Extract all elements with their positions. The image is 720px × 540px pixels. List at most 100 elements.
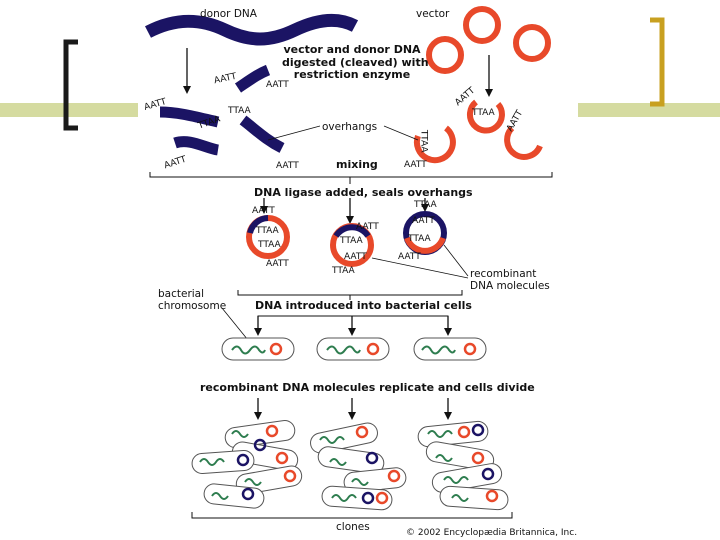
recombinant-plasmid	[236, 453, 250, 467]
recombinant-plasmid	[387, 469, 401, 483]
bacterial-chromosome	[211, 492, 229, 500]
clone-cluster	[191, 420, 303, 509]
bacterial-chromosome	[231, 345, 266, 355]
recombinant-plasmid	[463, 342, 477, 356]
vector-plasmid	[463, 6, 501, 44]
sequence-label: AATT	[344, 252, 367, 262]
recombinant-plasmid	[366, 342, 380, 356]
bacterial-chromosome	[244, 478, 262, 486]
introduction-bracket	[237, 290, 463, 296]
bacterial-chromosome	[331, 494, 357, 502]
label-bacterial-chromosome: bacterial chromosome	[158, 288, 226, 312]
label-clones: clones	[336, 521, 370, 533]
bacterial-cell	[417, 420, 489, 448]
sequence-label: AATT	[404, 160, 427, 170]
sequence-label: TTAA	[408, 234, 431, 244]
sequence-label: AATT	[266, 80, 289, 90]
donor-dna-strand	[145, 13, 359, 46]
vector-plasmid	[426, 36, 464, 74]
label-digested-line2: digested (cleaved) with	[282, 55, 429, 69]
recombinant-vector-segment	[404, 236, 446, 254]
donor-fragment	[234, 64, 271, 93]
bacterial-chromosome	[199, 458, 225, 466]
label-recombinant-line1: recombinant	[470, 268, 537, 280]
leader-line	[383, 125, 419, 141]
sequence-label: TTAA	[332, 266, 355, 276]
mixing-bracket	[149, 172, 553, 178]
recombinant-plasmid	[471, 423, 485, 437]
bacterial-cell	[317, 446, 385, 474]
recombinant-plasmid	[457, 425, 471, 439]
label-bacterial-line1: bacterial	[158, 288, 205, 300]
recombinant-plasmid	[269, 342, 283, 356]
donor-fragment	[239, 115, 285, 153]
leader-line	[371, 257, 469, 279]
bacterial-cell	[310, 422, 378, 454]
recombinant-donor-segment	[247, 215, 269, 234]
label-bacterial-line2: chromosome	[158, 300, 227, 313]
bacterial-cell	[439, 485, 509, 511]
label-recombinant-line2: DNA molecules	[470, 280, 550, 293]
cut-vector-plasmid	[413, 125, 456, 164]
label-digested-line3: restriction enzyme	[293, 68, 411, 82]
recombinant-donor-segment	[333, 224, 371, 238]
label-donor-dna: donor DNA	[200, 8, 257, 20]
donor-fragment	[159, 106, 220, 128]
label-vector: vector	[416, 8, 450, 20]
leader-line	[443, 244, 469, 277]
label-digested: vector and donor DNA digested (cleaved) …	[282, 43, 429, 82]
recombinant-plasmid	[365, 451, 379, 465]
bacterial-chromosome	[351, 478, 369, 486]
recombinant-plasmid	[241, 487, 255, 501]
recombinant-plasmid	[283, 469, 297, 483]
sequence-label: TTAA	[228, 106, 251, 116]
recombinant-plasmid	[481, 467, 495, 481]
sequence-label: TTAA	[340, 236, 363, 246]
sequence-label: AATT	[276, 161, 299, 171]
bacterial-chromosome	[329, 458, 347, 466]
recombinant-plasmid	[253, 438, 267, 452]
sequence-label: AATT	[252, 206, 275, 216]
label-overhangs: overhangs	[322, 121, 378, 133]
clone-cluster	[417, 420, 509, 511]
sequence-label: TTAA	[418, 129, 429, 153]
label-replicate: recombinant DNA molecules replicate and …	[200, 381, 535, 394]
split-bracket	[257, 315, 449, 322]
bacterial-chromosome	[231, 430, 249, 438]
label-digested-line1: vector and donor DNA	[283, 43, 421, 56]
sequence-label: AATT	[398, 252, 421, 262]
bacterial-cell	[224, 420, 296, 448]
bacterial-chromosome	[427, 430, 453, 438]
donor-fragment	[173, 136, 220, 156]
bacterial-chromosome	[451, 494, 469, 502]
recombinant-plasmid	[375, 491, 389, 505]
recombinant-plasmid	[361, 491, 375, 505]
bacterial-chromosome	[435, 454, 453, 462]
sequence-label: AATT	[412, 216, 435, 226]
bacterial-cell	[321, 485, 393, 511]
recombinant-plasmid	[471, 451, 485, 465]
sequence-label: AATT	[356, 222, 379, 232]
bacterial-chromosome	[443, 476, 469, 484]
recombinant-plasmid	[275, 451, 289, 465]
recombinant-plasmid	[355, 425, 369, 439]
recombinant-plasmid	[265, 424, 279, 438]
sequence-label: TTAA	[258, 240, 281, 250]
bacterial-chromosome	[319, 436, 345, 444]
cut-vector-plasmid	[466, 99, 505, 134]
vector-plasmid	[513, 24, 551, 62]
bacterial-chromosome	[421, 345, 456, 355]
left-bracket	[63, 39, 78, 131]
sequence-label: AATT	[266, 259, 289, 269]
label-introduced: DNA introduced into bacterial cells	[255, 299, 472, 312]
label-recombinant: recombinant DNA molecules	[470, 268, 550, 292]
recombinant-plasmid	[485, 489, 499, 503]
sequence-label: TTAA	[414, 200, 437, 210]
cut-vector-plasmid	[504, 125, 543, 160]
sequence-label: TTAA	[256, 226, 279, 236]
leader-line	[267, 125, 321, 141]
copyright-notice: © 2002 Encyclopædia Britannica, Inc.	[406, 528, 578, 538]
